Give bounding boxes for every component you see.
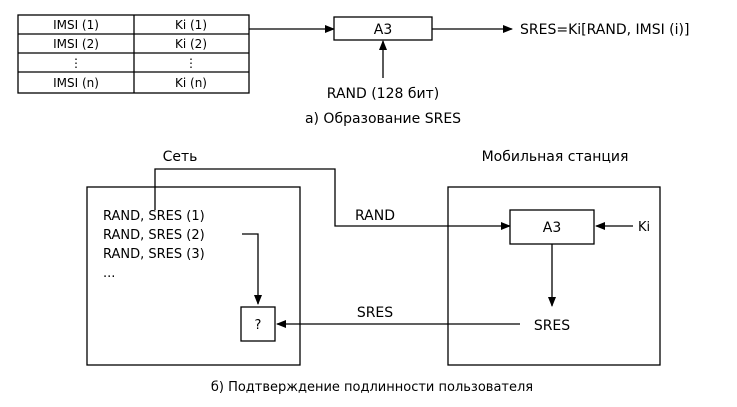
sres-mobile-output: SRES <box>534 318 570 334</box>
network-label: Сеть <box>163 149 198 165</box>
sres-formula: SRES=Ki[RAND, IMSI (i)] <box>520 22 689 38</box>
rand-transfer-label: RAND <box>355 208 395 224</box>
a3-box-mobile <box>509 209 595 245</box>
table-cell-ki-2: Ki (2) <box>175 37 207 51</box>
table-cell-imsi-n: IMSI (n) <box>53 76 99 90</box>
ki-label: Ki <box>638 220 650 235</box>
table-cell-imsi-1: IMSI (1) <box>53 18 99 32</box>
a3-label-mobile: A3 <box>543 220 561 236</box>
rand-transfer-arrow <box>154 168 511 230</box>
rand-128-label: RAND (128 бит) <box>327 86 439 102</box>
compare-symbol: ? <box>255 318 262 333</box>
sres-transfer-label: SRES <box>357 305 393 321</box>
table-cell-imsi-2: IMSI (2) <box>53 37 99 51</box>
stored-sres-to-compare-arrow <box>242 233 262 305</box>
a3-label-top: A3 <box>374 22 392 38</box>
table-cell-imsi-ellipsis: ⋮ <box>70 56 82 70</box>
rand-sres-1: RAND, SRES (1) <box>103 209 205 224</box>
table-cell-ki-n: Ki (n) <box>175 76 207 90</box>
compare-box <box>240 306 276 342</box>
rand-sres-2: RAND, SRES (2) <box>103 228 205 243</box>
rand-sres-3: RAND, SRES (3) <box>103 247 205 262</box>
mobile-station-label: Мобильная станция <box>482 149 629 165</box>
table-cell-ki-1: Ki (1) <box>175 18 207 32</box>
imsi-ki-table: IMSI (1) Ki (1) IMSI (2) Ki (2) ⋮ ⋮ IMSI… <box>17 14 250 94</box>
caption-b: б) Подтверждение подлинности пользовател… <box>211 380 533 395</box>
rand-sres-ellipsis: ... <box>103 266 115 281</box>
network-box <box>86 186 301 366</box>
caption-a: а) Образование SRES <box>305 111 461 127</box>
table-cell-ki-ellipsis: ⋮ <box>185 56 197 70</box>
